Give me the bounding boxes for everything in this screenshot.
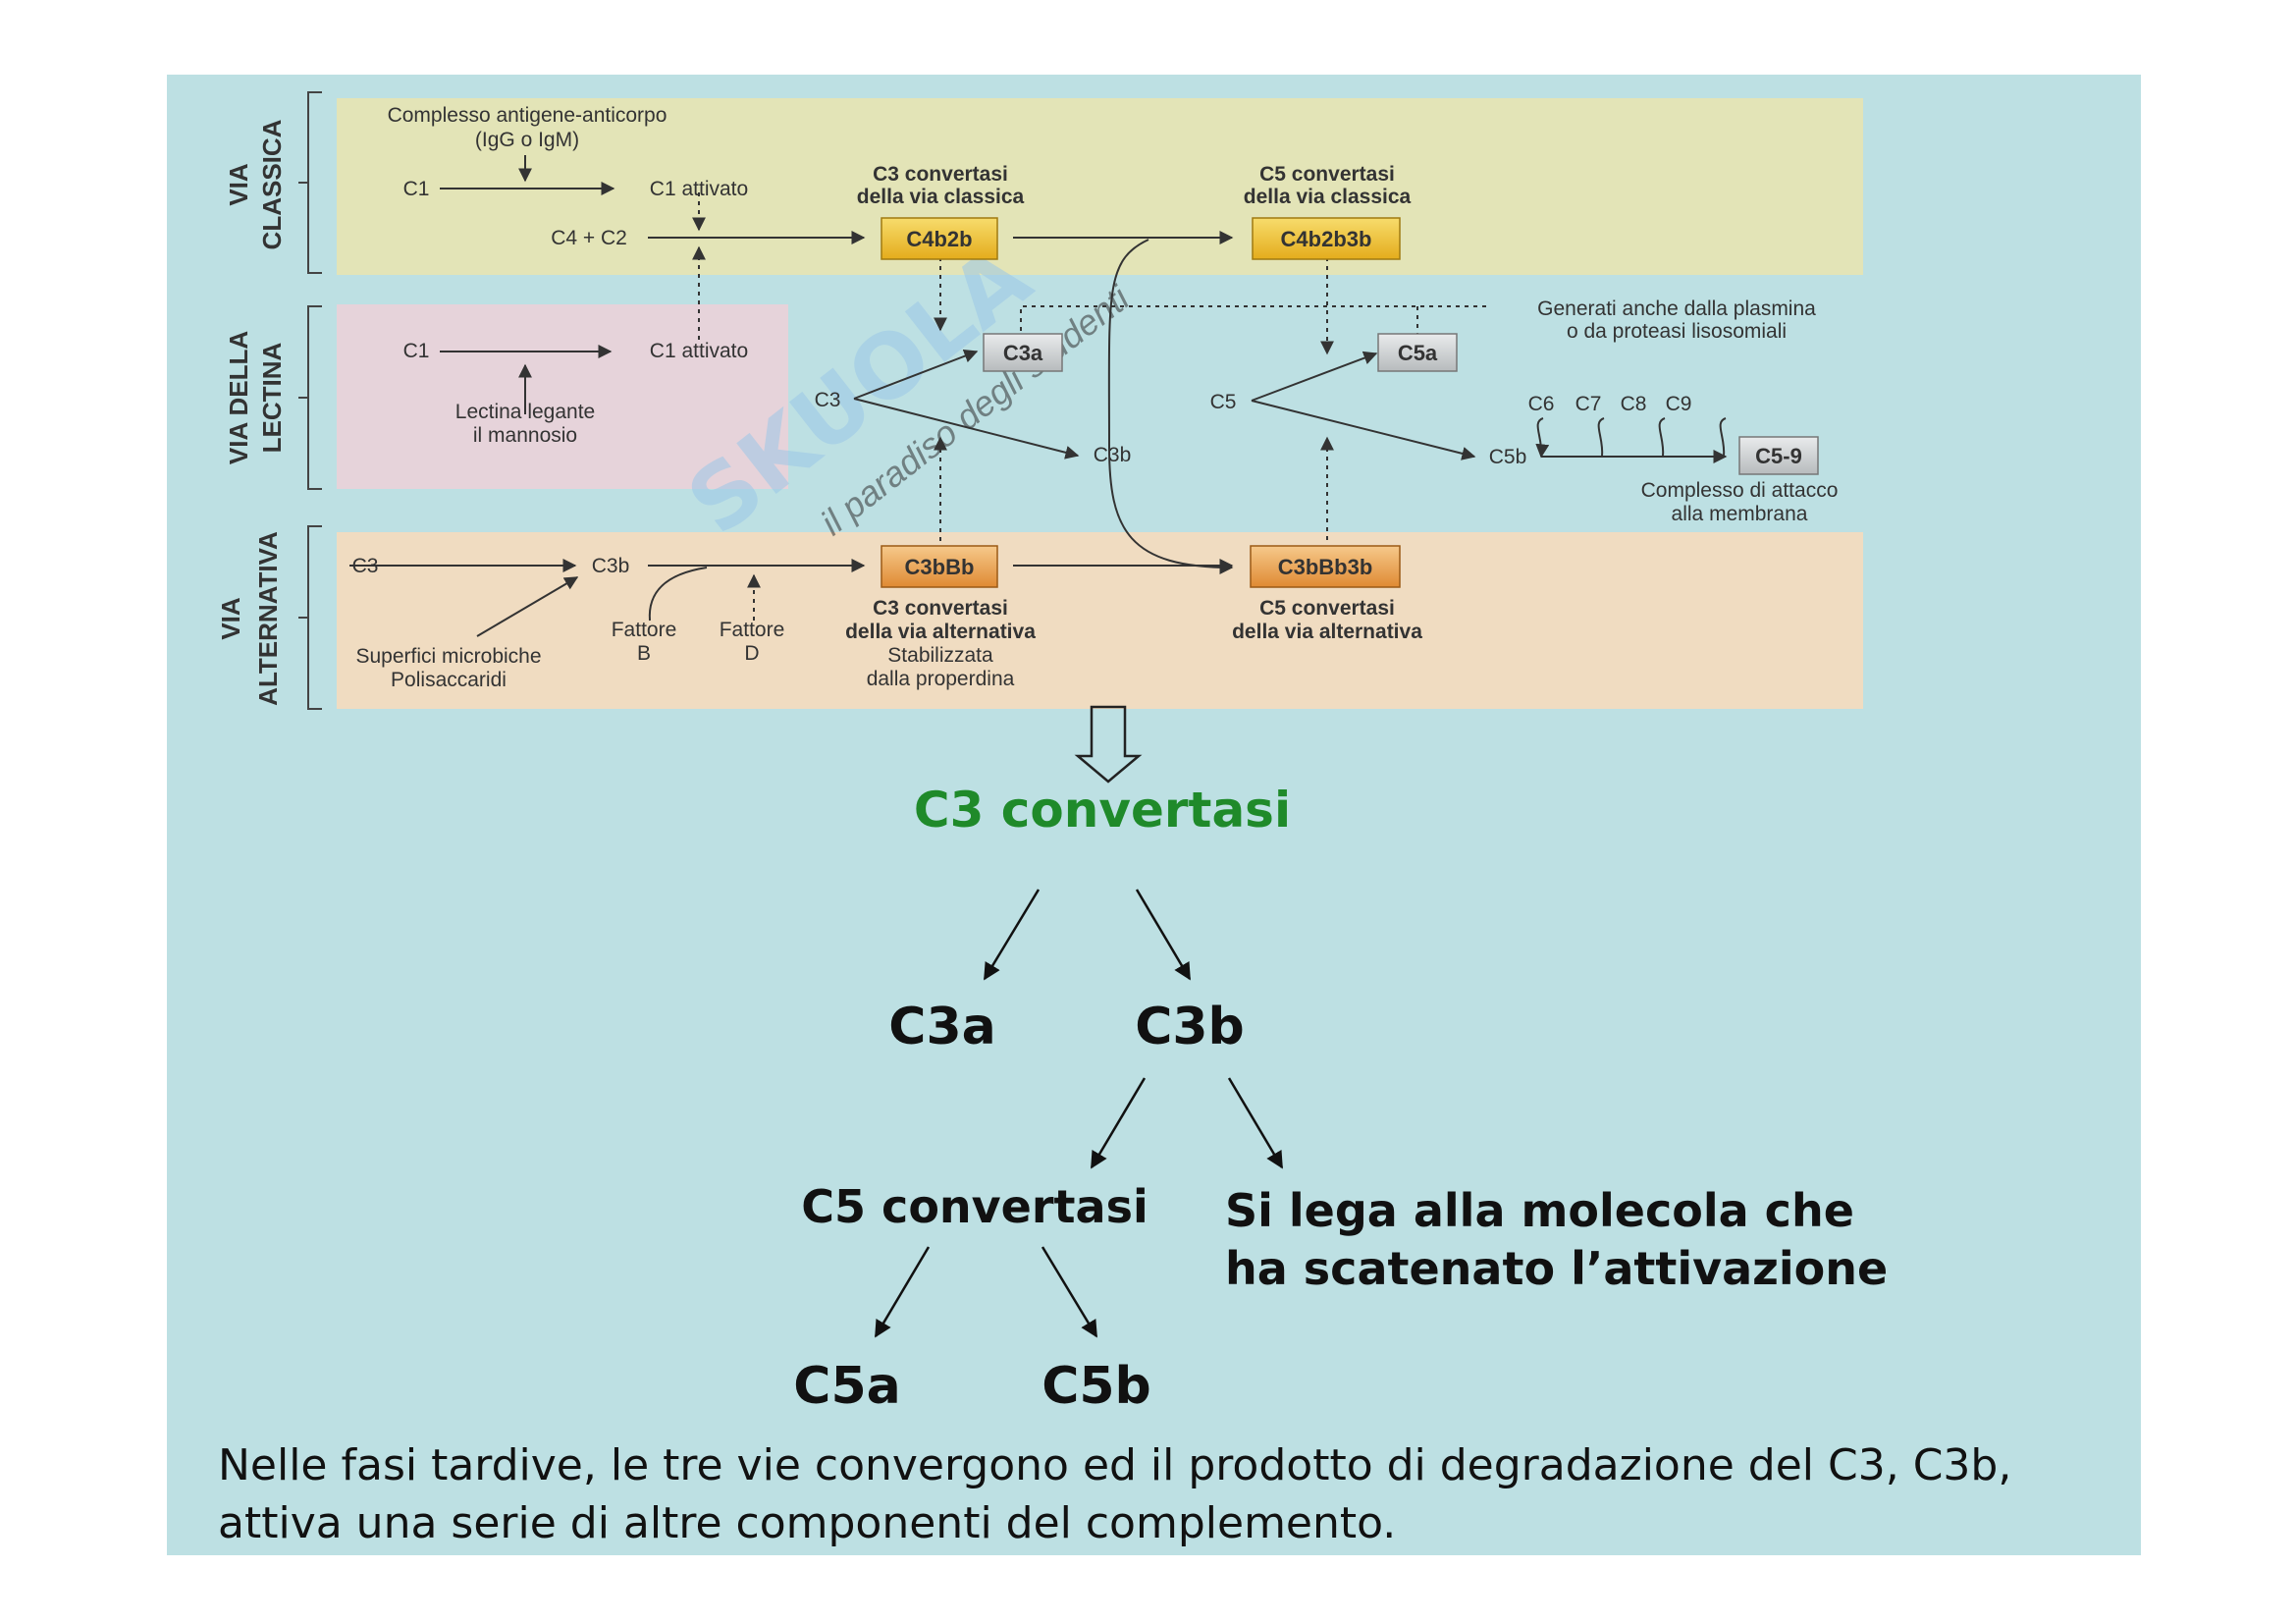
- c3conv-alt-1: C3 convertasi: [873, 597, 1008, 620]
- lane-brackets: [298, 91, 322, 710]
- c59-box: C5-9: [1738, 436, 1819, 475]
- complex-label-2: (IgG o IgM): [475, 129, 579, 151]
- footer-line-2: attiva una serie di altre componenti del…: [218, 1498, 1397, 1548]
- c5-split-label: C5: [1210, 391, 1237, 413]
- c4b2b-box: C4b2b: [881, 217, 998, 260]
- c5conv-alt-2: della via alternativa: [1232, 621, 1422, 643]
- c3a-box: C3a: [983, 333, 1063, 372]
- c4b2b-label: C4b2b: [906, 227, 972, 251]
- lane-label-alternative-1: VIA: [216, 597, 245, 640]
- c1-active-label: C1 attivato: [650, 178, 748, 200]
- c5a-box: C5a: [1377, 333, 1458, 372]
- c5b-label: C5b: [1489, 446, 1527, 468]
- c3conv-alt-4: dalla properdina: [867, 668, 1015, 690]
- factor-b-label-1: Fattore: [612, 619, 677, 641]
- c3conv-classic-2: della via classica: [857, 186, 1025, 208]
- tree-binds-line-2: ha scatenato l’attivazione: [1225, 1242, 1888, 1295]
- c4b2b3b-box: C4b2b3b: [1252, 217, 1401, 260]
- lectin-c1-label: C1: [403, 340, 430, 362]
- factor-d-label-1: Fattore: [720, 619, 785, 641]
- tree-binds-line-1: Si lega alla molecola che: [1225, 1184, 1854, 1237]
- c3conv-alt-3: Stabilizzata: [887, 644, 993, 667]
- alt-c3-label: C3: [352, 555, 379, 577]
- c5conv-classic-1: C5 convertasi: [1259, 163, 1395, 186]
- lectin-c1-active-label: C1 attivato: [650, 340, 748, 362]
- alt-c3b-label: C3b: [592, 555, 630, 577]
- c5conv-classic-2: della via classica: [1244, 186, 1412, 208]
- c3bbb-label: C3bBb: [905, 555, 975, 579]
- tree-c5a: C5a: [793, 1357, 900, 1416]
- c8-label: C8: [1621, 393, 1647, 415]
- lane-label-lectin-2: LECTINA: [257, 342, 287, 453]
- tree-c5b: C5b: [1041, 1357, 1151, 1416]
- tree-c3-convertasi: C3 convertasi: [914, 782, 1291, 839]
- microbial-label-1: Superfici microbiche: [355, 645, 541, 668]
- factor-b-label-2: B: [637, 642, 651, 665]
- c4c2-label: C4 + C2: [551, 227, 627, 249]
- c3conv-alt-2: della via alternativa: [845, 621, 1036, 643]
- tree-arrows: [874, 889, 1284, 1338]
- tree-c5-convertasi: C5 convertasi: [801, 1180, 1148, 1233]
- c59-box-label: C5-9: [1755, 444, 1802, 468]
- lane-label-classical-2: CLASSICA: [257, 119, 287, 249]
- c9-label: C9: [1666, 393, 1692, 415]
- c3a-box-label: C3a: [1003, 341, 1043, 365]
- c3-split-label: C3: [815, 389, 841, 411]
- c1-label: C1: [403, 178, 430, 200]
- factor-d-label-2: D: [744, 642, 759, 665]
- c7-label: C7: [1575, 393, 1602, 415]
- c4b2b3b-label: C4b2b3b: [1281, 227, 1372, 251]
- c3b-label: C3b: [1094, 444, 1132, 466]
- lane-alternative: [337, 532, 1863, 709]
- c6-label: C6: [1528, 393, 1555, 415]
- lane-label-classical-1: VIA: [224, 163, 253, 206]
- lane-classical: [337, 98, 1863, 275]
- footer-line-1: Nelle fasi tardive, le tre vie convergon…: [218, 1440, 2012, 1490]
- dotted-links: [692, 192, 1490, 621]
- lane-label-lectin-1: VIA DELLA: [224, 331, 253, 464]
- c5a-box-label: C5a: [1398, 341, 1438, 365]
- lectin-binding-label-2: il mannosio: [473, 424, 577, 447]
- lane-lectin: [337, 304, 788, 489]
- microbial-label-2: Polisaccaridi: [391, 669, 507, 691]
- c3conv-classic-1: C3 convertasi: [873, 163, 1008, 186]
- c3bbb3b-box: C3bBb3b: [1250, 545, 1401, 588]
- c5conv-alt-1: C5 convertasi: [1259, 597, 1395, 620]
- hollow-down-arrow-icon: [1074, 705, 1143, 784]
- c3bbb-box: C3bBb: [881, 545, 998, 588]
- plasmin-label-1: Generati anche dalla plasmina: [1537, 298, 1816, 320]
- footer-text: Nelle fasi tardive, le tre vie convergon…: [218, 1436, 2083, 1552]
- mac-label-1: Complesso di attacco: [1641, 479, 1839, 502]
- plasmin-label-2: o da proteasi lisosomiali: [1567, 320, 1787, 343]
- lectin-binding-label-1: Lectina legante: [455, 401, 595, 423]
- tree-c3a: C3a: [888, 998, 995, 1056]
- complex-label-1: Complesso antigene-anticorpo: [388, 104, 667, 127]
- lane-label-alternative-2: ALTERNATIVA: [253, 531, 283, 706]
- c3bbb3b-label: C3bBb3b: [1278, 555, 1373, 579]
- pathway-arrows: [349, 155, 1728, 637]
- mac-label-2: alla membrana: [1672, 503, 1808, 525]
- tree-c3b: C3b: [1135, 998, 1245, 1056]
